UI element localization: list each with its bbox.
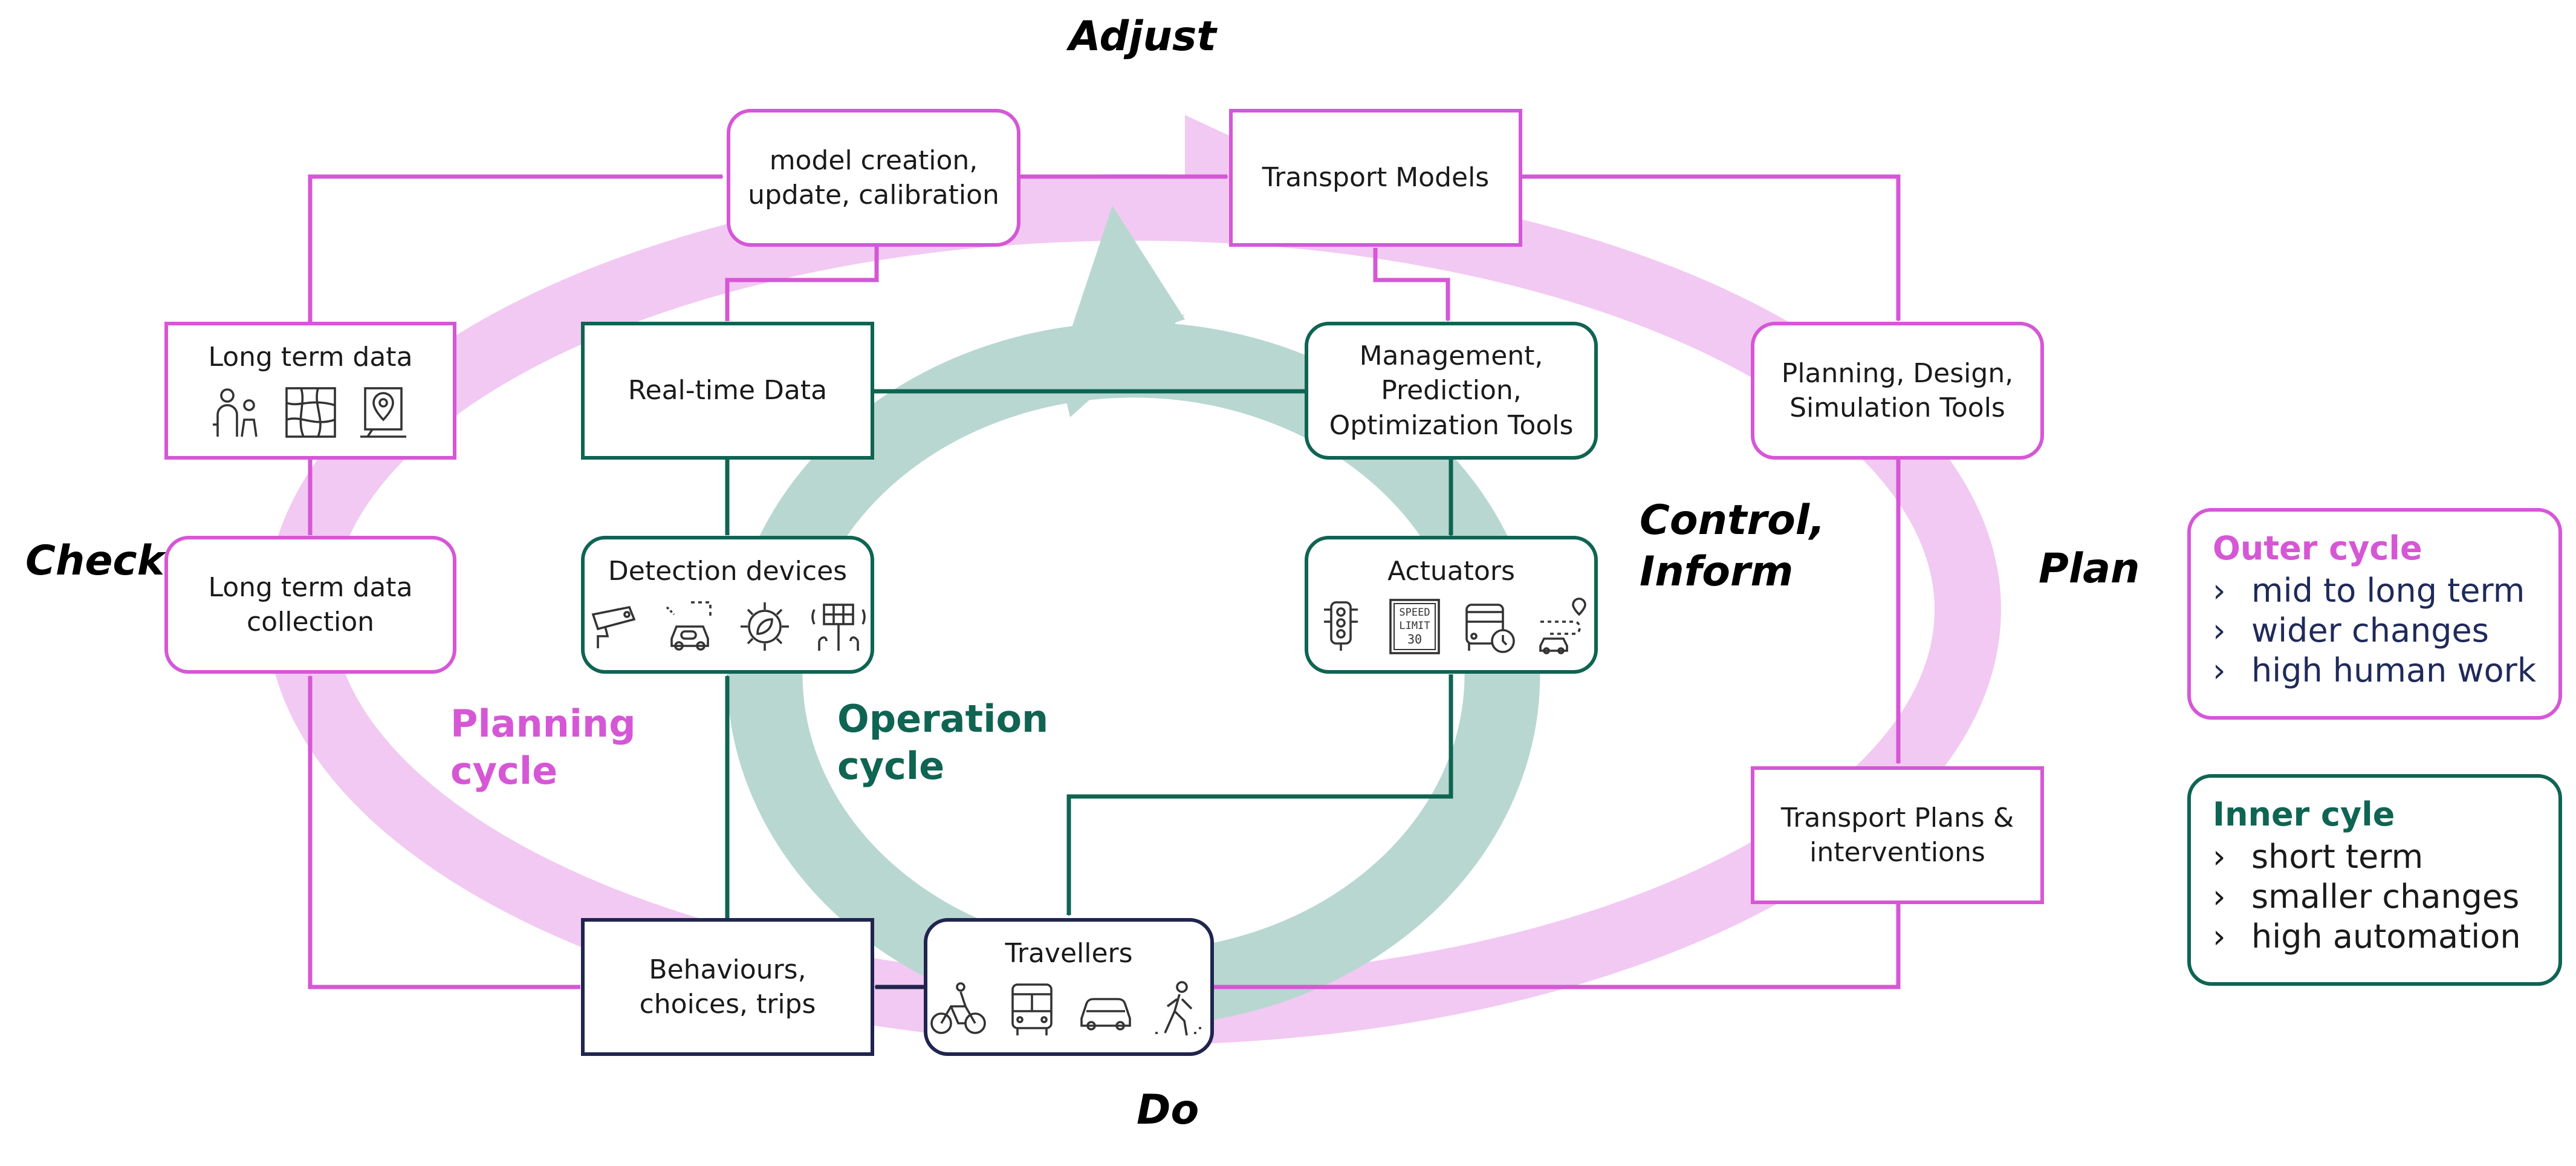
- bicycle-icon: [929, 980, 987, 1038]
- legend-outer-item-text: wider changes: [2251, 611, 2489, 650]
- legend-outer-item: › wider changes: [2213, 611, 2558, 651]
- legend-inner-item-text: smaller changes: [2251, 877, 2520, 916]
- people-icon: [208, 383, 266, 441]
- solar-sensor-icon: [809, 598, 868, 656]
- detection-devices-box: Detection devices: [581, 536, 874, 674]
- map-grid-icon: [282, 383, 340, 441]
- car-icon: [1077, 980, 1135, 1038]
- legend-inner-item-text: high automation: [2251, 917, 2521, 956]
- management-tools-label: Management, Prediction, Optimization Too…: [1329, 340, 1574, 441]
- arrow-behaviours-to-collection: [308, 676, 580, 989]
- realtime-data-label: Real-time Data: [628, 375, 828, 406]
- transport-plans-box: Transport Plans & interventions: [1751, 766, 2044, 904]
- long-term-data-box: Long term data: [164, 322, 456, 460]
- legend-outer-title: Outer cycle: [2213, 529, 2422, 567]
- arrow-realtime-to-model: [725, 247, 879, 321]
- stage-plan: Plan: [2039, 545, 2140, 593]
- behaviours-box: Behaviours, choices, trips: [581, 918, 874, 1056]
- model-creation-label: model creation, update, calibration: [748, 145, 999, 210]
- speed-sign-word-2: LIMIT: [1399, 620, 1430, 632]
- speed-limit-sign-icon: SPEED LIMIT 30: [1386, 598, 1444, 656]
- operation-connectors: [725, 389, 1453, 918]
- legend-bullet: ›: [2213, 837, 2226, 876]
- detection-devices-label: Detection devices: [608, 556, 848, 587]
- planning-cycle-label: Planning cycle: [450, 702, 636, 793]
- map-pin-icon: [355, 383, 414, 441]
- stage-check: Check: [25, 537, 164, 585]
- legend-outer-item-text: high human work: [2251, 651, 2537, 689]
- travellers-box: Travellers: [924, 918, 1214, 1056]
- legend-bullet: ›: [2213, 611, 2226, 650]
- model-creation-box: model creation, update, calibration: [727, 109, 1020, 247]
- legend-inner-item-text: short term: [2251, 837, 2424, 876]
- traffic-light-icon: [1312, 598, 1370, 656]
- pedestrian-icon: [1150, 980, 1209, 1038]
- arrow-models-to-planning-tools: [1522, 174, 1901, 321]
- legend-bullet: ›: [2213, 877, 2226, 916]
- long-term-collection-box: Long term data collection: [164, 536, 456, 674]
- legend-inner-title: Inner cyle: [2213, 795, 2395, 833]
- legend-inner-cycle: Inner cyle ›short term ›smaller changes …: [2187, 774, 2562, 986]
- legend-outer-item: › high human work: [2213, 651, 2558, 691]
- bus-schedule-icon: [1459, 598, 1517, 656]
- behaviours-label: Behaviours, choices, trips: [639, 954, 816, 1020]
- speed-sign-word-1: SPEED: [1399, 607, 1430, 619]
- arrow-actuators-to-travellers: [1066, 674, 1453, 915]
- stage-do: Do: [1137, 1086, 1199, 1134]
- long-term-data-label: Long term data: [208, 342, 413, 373]
- legend-outer-item-text: mid to long term: [2251, 571, 2525, 610]
- arrow-plans-to-travellers: [1214, 904, 1901, 989]
- actuators-box: Actuators SPEED LIMIT 30: [1305, 536, 1598, 674]
- gear-leaf-icon: [736, 598, 794, 656]
- transport-models-label: Transport Models: [1262, 162, 1490, 194]
- legend-inner-item: › smaller changes: [2213, 877, 2558, 917]
- management-tools-box: Management, Prediction, Optimization Too…: [1305, 322, 1598, 460]
- planning-connectors: [308, 174, 1901, 989]
- operation-cycle-label: Operation cycle: [837, 697, 1049, 788]
- bus-icon: [1003, 980, 1061, 1038]
- actuators-label: Actuators: [1387, 556, 1515, 587]
- sensor-car-icon: [662, 598, 720, 656]
- stage-adjust: Adjust: [1069, 13, 1216, 60]
- legend-inner-item: › short term: [2213, 837, 2558, 877]
- legend-bullet: ›: [2213, 571, 2226, 610]
- legend-bullet: ›: [2213, 917, 2226, 956]
- realtime-data-box: Real-time Data: [581, 322, 874, 460]
- long-term-collection-label: Long term data collection: [208, 572, 413, 637]
- legend-inner-item: › high automation: [2213, 917, 2558, 957]
- transport-models-box: Transport Models: [1229, 109, 1522, 247]
- legend-bullet: ›: [2213, 651, 2226, 689]
- travellers-label: Travellers: [1005, 938, 1133, 969]
- transport-plans-label: Transport Plans & interventions: [1780, 802, 2014, 868]
- camera-icon: [588, 598, 646, 656]
- arrow-models-to-management: [1373, 248, 1450, 321]
- planning-tools-label: Planning, Design, Simulation Tools: [1781, 357, 2014, 423]
- planning-tools-box: Planning, Design, Simulation Tools: [1751, 322, 2044, 460]
- speed-sign-number: 30: [1407, 632, 1421, 647]
- route-car-icon: [1533, 597, 1591, 656]
- arrow-longterm-to-model: [308, 174, 722, 322]
- stage-control-inform: Control, Inform: [1640, 497, 1825, 596]
- legend-outer-cycle: Outer cycle › mid to long term › wider cha…: [2187, 508, 2562, 720]
- legend-outer-item: › mid to long term: [2213, 571, 2558, 611]
